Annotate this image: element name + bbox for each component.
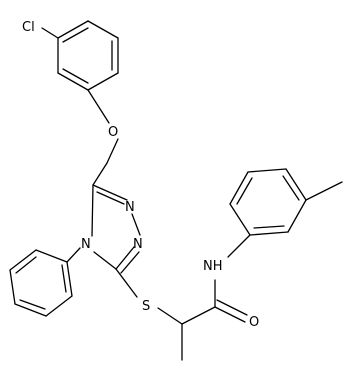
- atom-label-cl: Cl: [22, 20, 35, 35]
- bond: [282, 175, 300, 201]
- bond: [216, 299, 248, 316]
- bond: [41, 27, 59, 39]
- bond: [57, 72, 89, 91]
- bond: [120, 251, 140, 274]
- bond: [19, 299, 46, 310]
- bond: [91, 184, 94, 237]
- bond: [45, 295, 73, 317]
- bond: [285, 168, 307, 201]
- atom-label-n4: N: [81, 237, 91, 252]
- atom-labels: Cl O N N N S NH O: [22, 20, 259, 330]
- bond: [214, 306, 246, 323]
- bond: [253, 225, 285, 229]
- bond: [236, 177, 253, 205]
- bond: [62, 27, 89, 43]
- bond: [249, 231, 289, 236]
- atom-label-o-carbonyl: O: [249, 315, 259, 330]
- bond: [57, 20, 89, 39]
- bond: [106, 138, 119, 164]
- bond: [9, 249, 37, 271]
- atom-label-o-ether: O: [108, 125, 118, 140]
- atom-label-s: S: [142, 299, 150, 314]
- bond: [305, 181, 343, 201]
- bond: [87, 72, 119, 91]
- bond: [247, 168, 287, 173]
- bond: [96, 191, 125, 205]
- bond: [92, 162, 108, 186]
- bond: [66, 261, 73, 297]
- atom-label-n2: N: [133, 237, 143, 252]
- bond: [115, 246, 135, 270]
- bond: [131, 213, 141, 236]
- atom-label-n1: N: [125, 200, 135, 215]
- bond: [9, 269, 16, 305]
- bond: [227, 234, 251, 258]
- bond: [87, 20, 119, 39]
- bond: [181, 306, 216, 325]
- bond: [35, 249, 68, 263]
- bond: [93, 251, 117, 270]
- bond: [287, 199, 307, 233]
- bond: [61, 264, 67, 293]
- atom-label-nh: NH: [203, 259, 223, 274]
- bond: [87, 89, 110, 124]
- bond: [66, 247, 81, 263]
- bond: [115, 268, 138, 298]
- bond: [14, 303, 47, 317]
- bond: [229, 203, 251, 236]
- bond: [229, 171, 249, 205]
- bond: [92, 184, 128, 201]
- bond: [15, 256, 37, 274]
- bonds: [9, 20, 343, 361]
- bond: [62, 68, 89, 84]
- bond: [157, 307, 183, 325]
